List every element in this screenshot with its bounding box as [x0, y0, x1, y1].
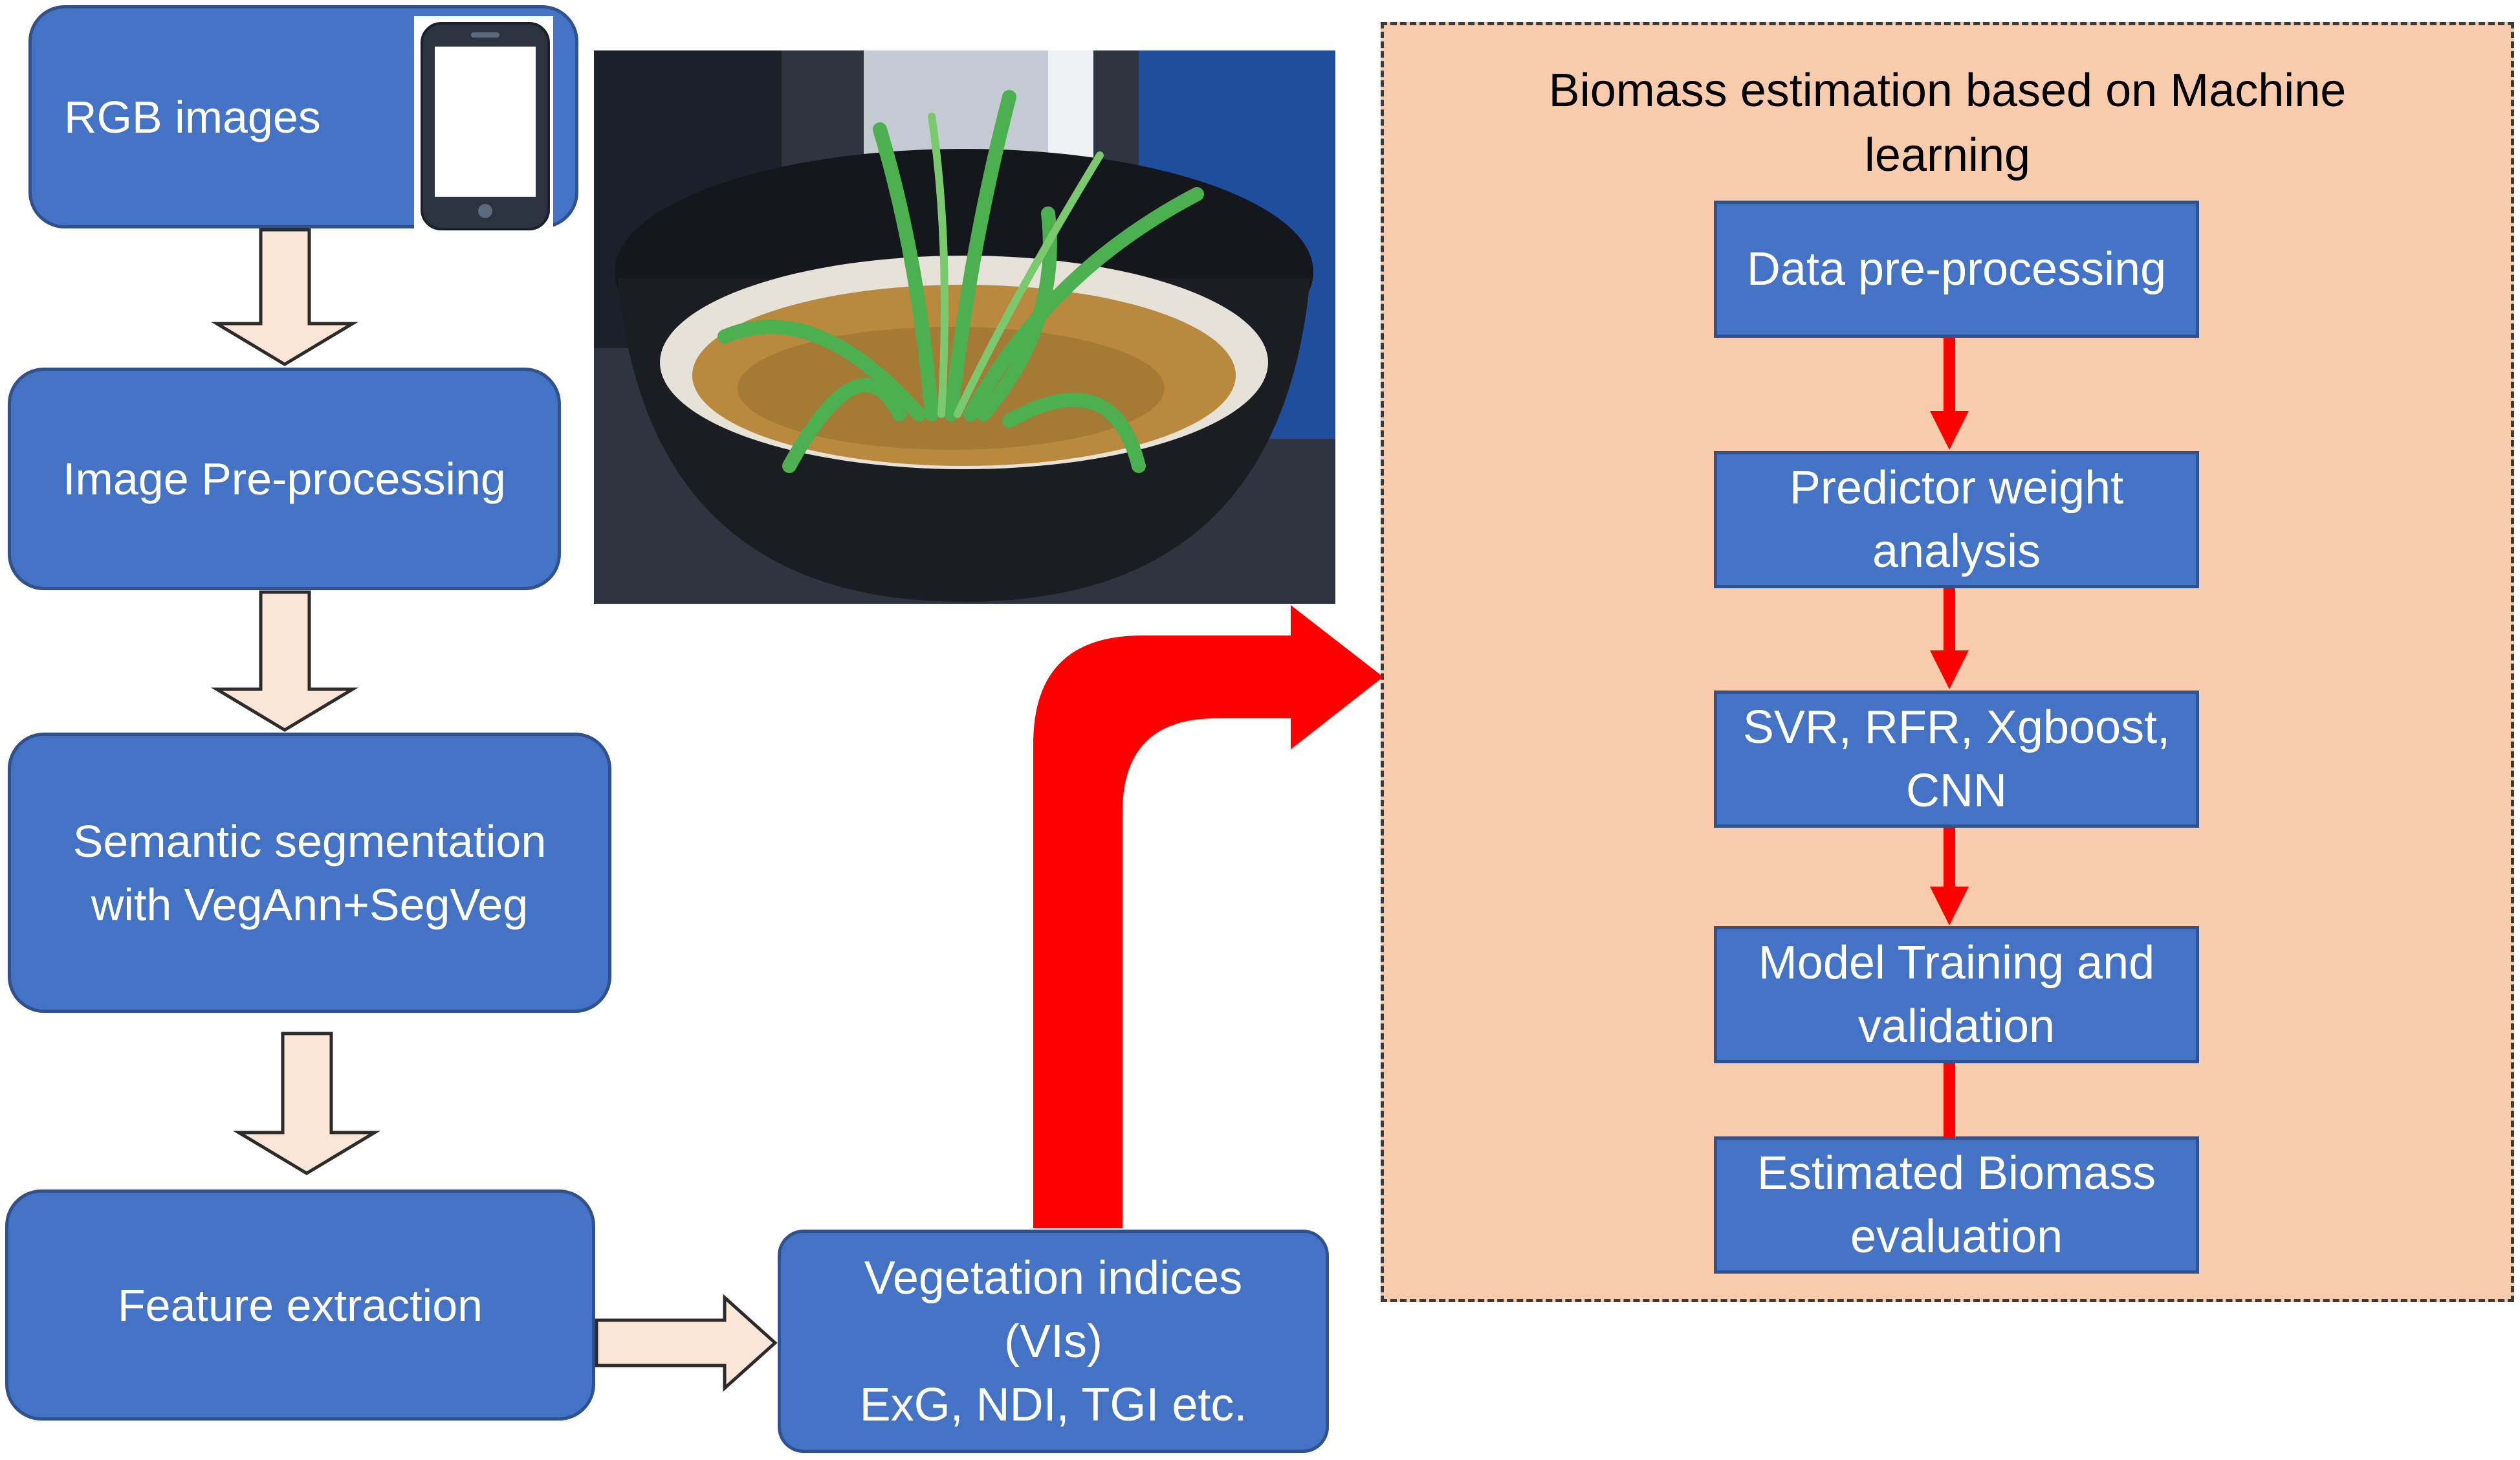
predictor-weight-box: Predictor weight analysis: [1714, 451, 2199, 588]
vegetation-indices-box: Vegetation indices (VIs) ExG, NDI, TGI e…: [778, 1230, 1329, 1453]
models-line-2: CNN: [1906, 765, 2007, 817]
ml-panel-title-line-1: Biomass estimation based on Machine: [1548, 65, 2347, 116]
data-preprocessing-box: Data pre-processing: [1714, 201, 2199, 338]
predictor-weight-line-2: analysis: [1872, 525, 2041, 577]
image-preprocessing-label: Image Pre-processing: [63, 454, 506, 504]
vegetation-indices-line-2: (VIs): [1004, 1315, 1102, 1367]
image-preprocessing-box: Image Pre-processing: [8, 368, 561, 590]
big-red-arrow: [1033, 605, 1383, 1228]
rgb-images-label: RGB images: [64, 91, 321, 142]
feature-extraction-label: Feature extraction: [117, 1279, 483, 1331]
estimated-biomass-line-1: Estimated Biomass: [1757, 1147, 2156, 1199]
feature-extraction-box: Feature extraction: [5, 1189, 595, 1421]
plant-pot-photo: [594, 50, 1335, 604]
vegetation-indices-line-3: ExG, NDI, TGI etc.: [859, 1378, 1247, 1431]
estimated-biomass-line-2: evaluation: [1850, 1211, 2063, 1263]
semantic-segmentation-box: Semantic segmentation with VegAnn+SegVeg: [8, 733, 611, 1013]
hollow-arrow-3: [232, 1032, 381, 1175]
ml-panel-title: Biomass estimation based on Machine lear…: [1381, 58, 2514, 188]
hollow-arrow-2: [210, 590, 359, 732]
vegetation-indices-line-1: Vegetation indices: [864, 1252, 1243, 1304]
semantic-segmentation-line-2: with VegAnn+SegVeg: [91, 879, 529, 930]
model-training-box: Model Training and validation: [1714, 926, 2199, 1063]
predictor-weight-line-1: Predictor weight: [1789, 462, 2124, 514]
estimated-biomass-box: Estimated Biomass evaluation: [1714, 1136, 2199, 1274]
data-preprocessing-label: Data pre-processing: [1746, 243, 2167, 295]
hollow-arrow-right: [595, 1294, 778, 1392]
ml-panel-title-line-2: learning: [1864, 129, 2031, 181]
model-training-line-2: validation: [1857, 1001, 2055, 1052]
model-training-line-1: Model Training and: [1758, 937, 2155, 989]
red-connectors: [1930, 338, 1969, 1137]
hollow-arrow-1: [210, 228, 359, 366]
models-box: SVR, RFR, Xgboost, CNN: [1714, 691, 2199, 828]
models-line-1: SVR, RFR, Xgboost,: [1742, 702, 2171, 753]
semantic-segmentation-line-1: Semantic segmentation: [72, 815, 547, 867]
